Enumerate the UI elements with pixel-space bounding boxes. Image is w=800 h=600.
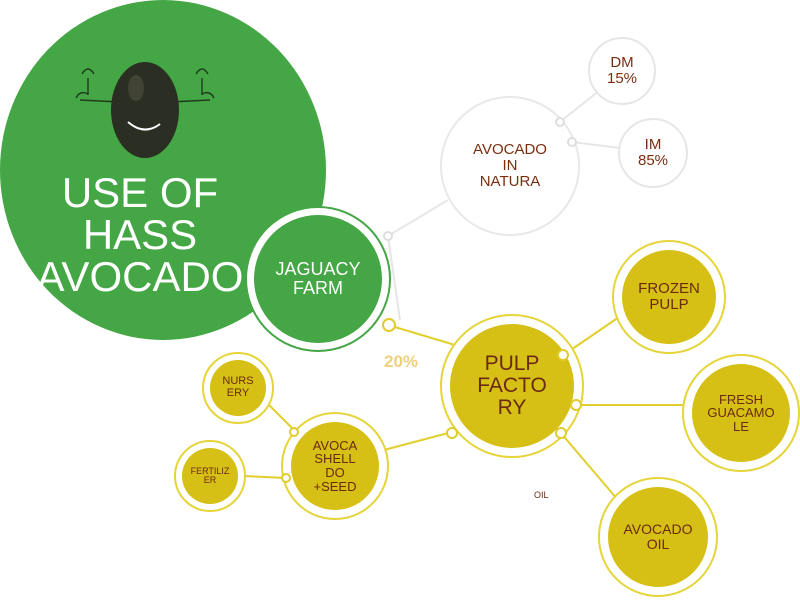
connector-dot — [289, 427, 299, 437]
farm-node: JAGUACY FARM — [254, 215, 382, 343]
connector-dot — [446, 427, 458, 439]
pulp-factory-label: PULP FACTO RY — [477, 351, 547, 420]
connector-dot — [570, 399, 582, 411]
fertilizer-label: FERTILIZ ER — [190, 465, 230, 485]
shell-seed-label: AVOCA SHELL DO +SEED — [312, 437, 358, 494]
connector-natura-dm — [559, 89, 601, 123]
oil-small-label: OIL — [534, 490, 549, 500]
connector-dot — [557, 349, 569, 361]
frozen-pulp-node: FROZEN PULP — [622, 250, 716, 344]
connector-dot — [281, 473, 291, 483]
im-node: IM 85% — [618, 118, 688, 188]
hero-title: USE OF HASS AVOCADO — [36, 169, 244, 300]
connector-pulp-shell — [383, 431, 453, 451]
connector-farm-natura — [387, 199, 449, 237]
frozen-pulp-label: FROZEN PULP — [638, 280, 700, 313]
natura-label: AVOCADO IN NATURA — [473, 141, 547, 190]
nursery-node: NURS ERY — [210, 360, 266, 416]
avocado-icon — [75, 62, 215, 158]
fresh-guacamole-label: FRESH GUACAMO LE — [707, 391, 775, 434]
shell-seed-node: AVOCA SHELL DO +SEED — [291, 422, 379, 510]
connector-fert-shell — [243, 475, 287, 479]
percent-label: 20% — [384, 352, 419, 371]
connector-pulp-oil — [559, 431, 619, 501]
pulp-factory-node: PULP FACTO RY — [450, 324, 574, 448]
dm-node: DM 15% — [588, 37, 656, 105]
avocado-oil-node: AVOCADO OIL — [608, 487, 708, 587]
fertilizer-node: FERTILIZ ER — [182, 448, 238, 504]
farm-label: JAGUACY FARM — [275, 259, 361, 298]
nursery-label: NURS ERY — [222, 375, 254, 399]
connector-farm-down — [387, 235, 401, 321]
connector-dot — [567, 137, 577, 147]
connector-dot — [555, 427, 567, 439]
im-label: IM 85% — [637, 136, 669, 169]
connector-dot — [383, 231, 393, 241]
dm-label: DM 15% — [606, 54, 638, 87]
connector-dot — [382, 318, 396, 332]
avocado-oil-label: AVOCADO OIL — [623, 521, 693, 552]
connector-20pct-pulp — [387, 324, 456, 346]
connector-natura-im — [571, 141, 621, 149]
fresh-guacamole-node: FRESH GUACAMO LE — [692, 364, 790, 462]
connector-dot — [555, 117, 565, 127]
